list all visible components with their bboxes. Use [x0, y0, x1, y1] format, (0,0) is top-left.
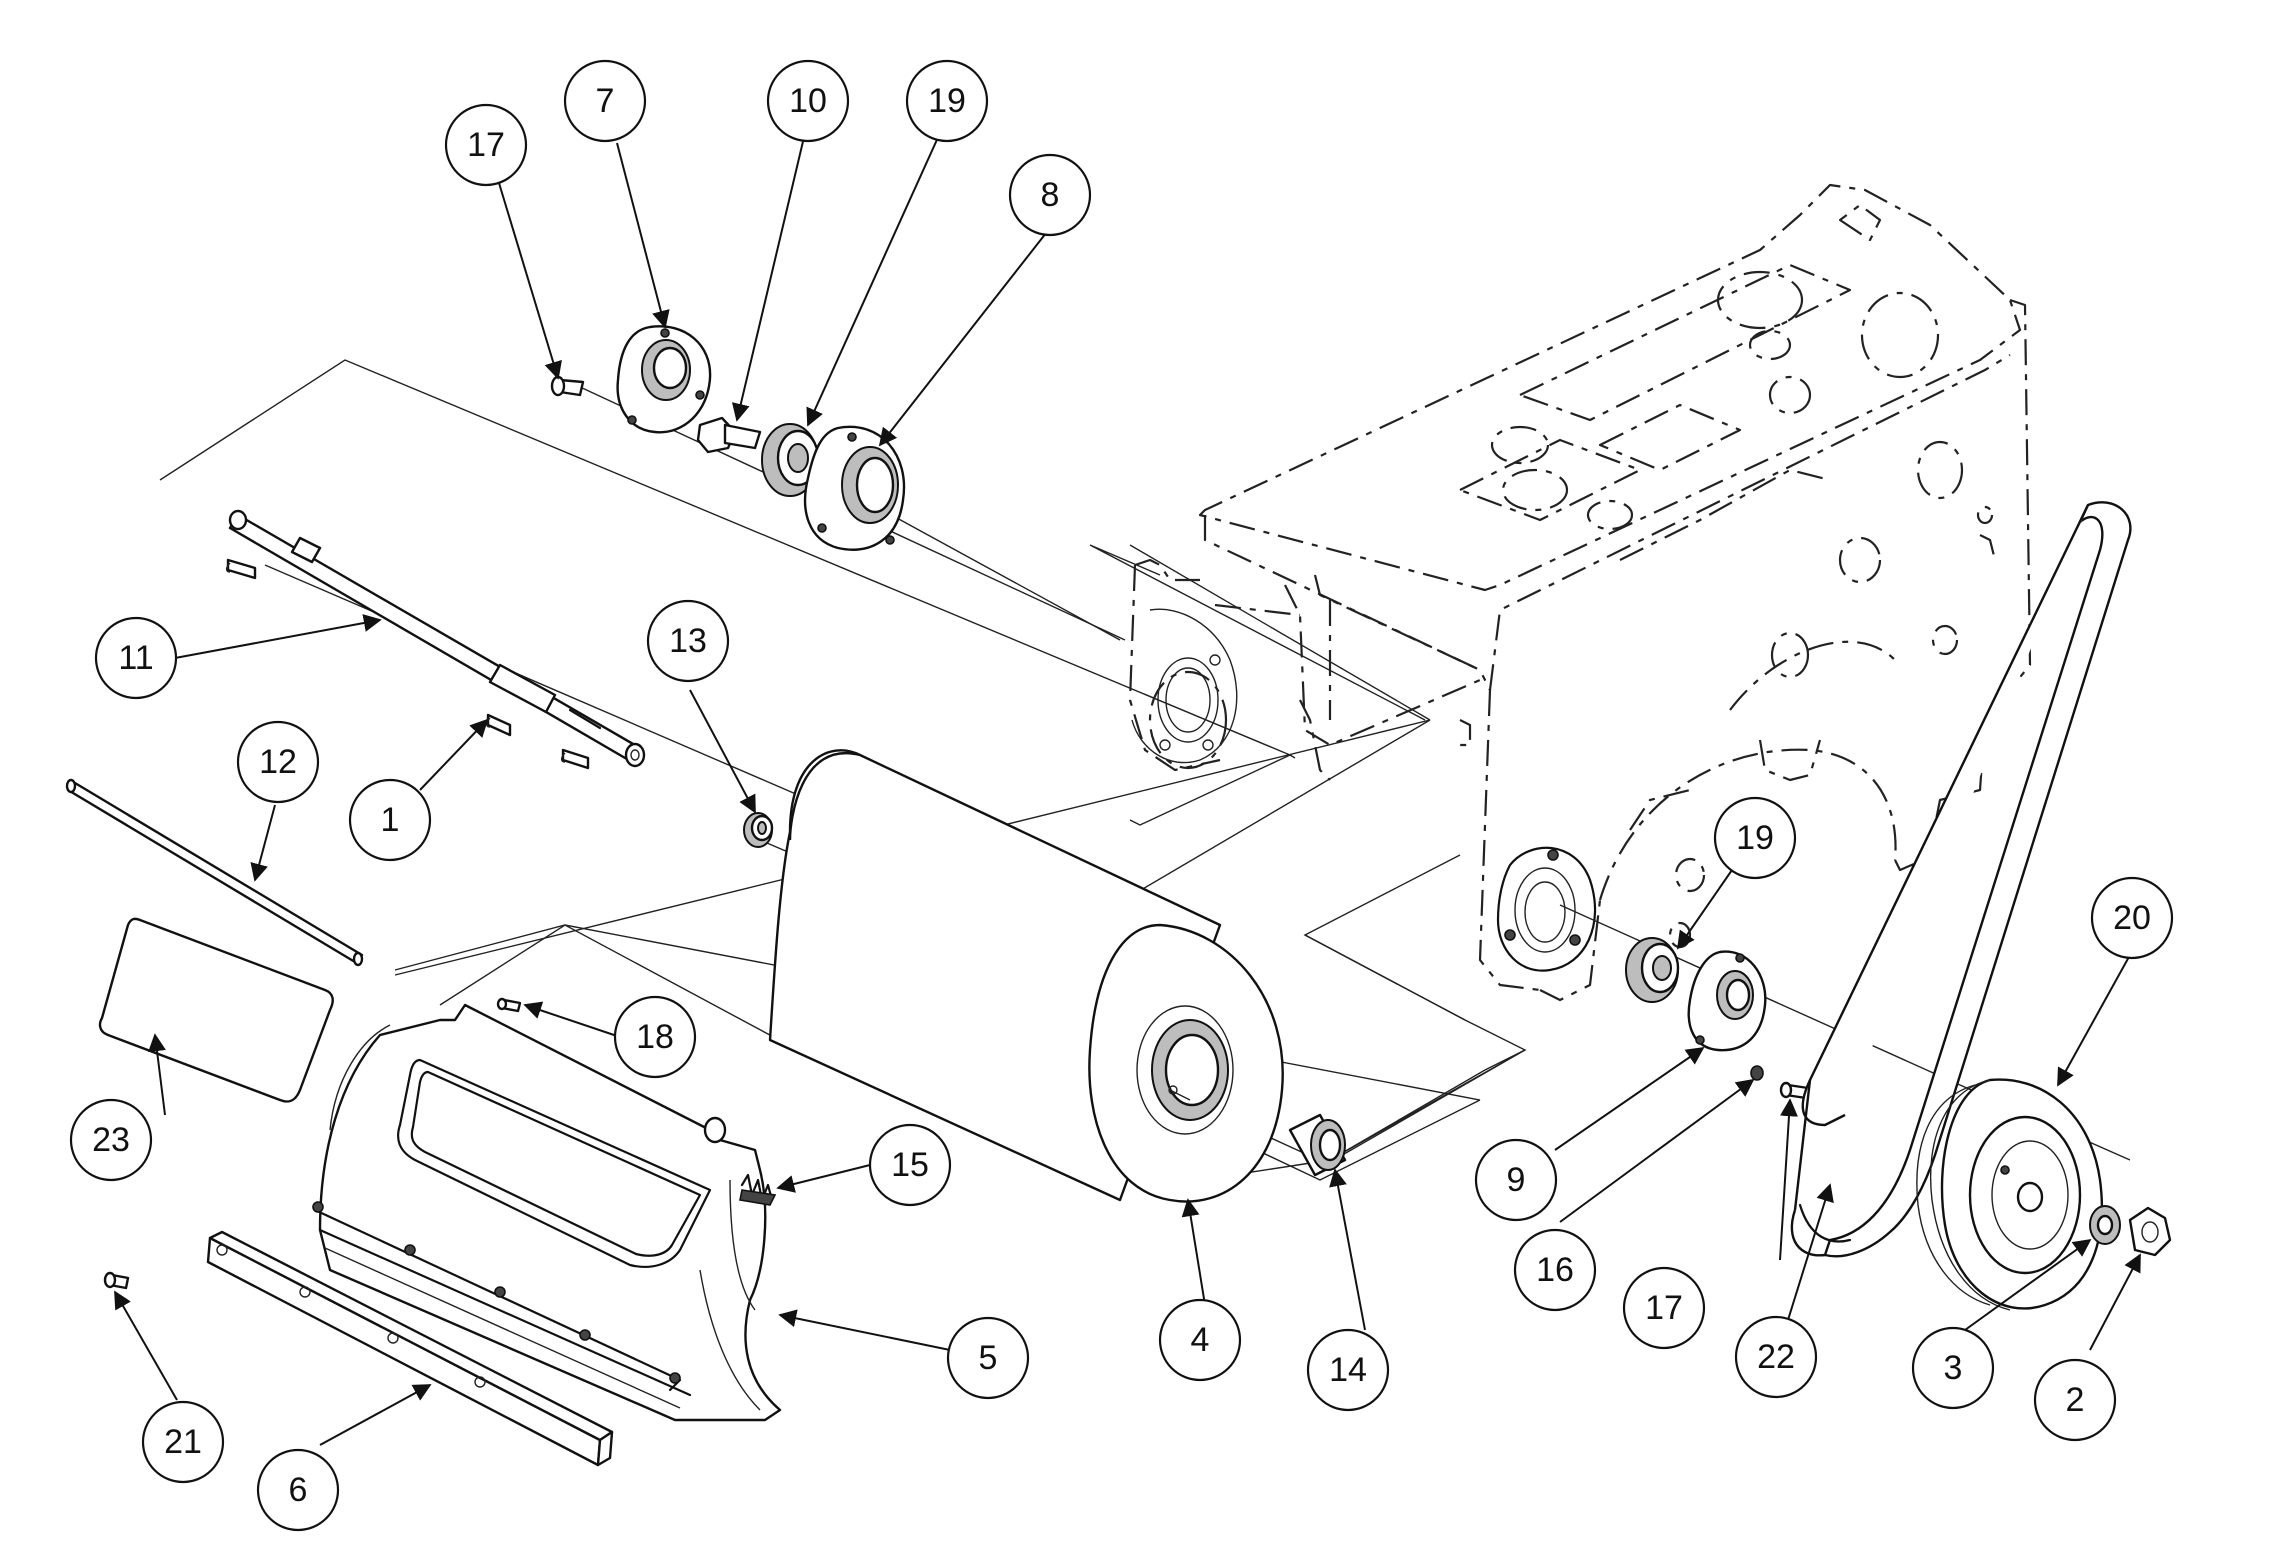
- part-3-washer: [2089, 1205, 2121, 1245]
- part-14-bushing: [1288, 1113, 1347, 1177]
- callout-14: 14: [1306, 1328, 1390, 1412]
- part-8-bearing-flange: [803, 425, 906, 551]
- callout-18: 18: [613, 995, 697, 1079]
- callout-7: 7: [563, 59, 647, 143]
- part-11-shaft: [228, 509, 646, 768]
- callout-label: 15: [891, 1146, 929, 1184]
- callout-6: 6: [256, 1448, 340, 1532]
- callout-2: 2: [2033, 1358, 2117, 1442]
- callout-label: 10: [789, 82, 827, 120]
- callout-label: 17: [1645, 1289, 1683, 1327]
- callout-label: 18: [636, 1018, 674, 1056]
- callout-8: 8: [1008, 153, 1092, 237]
- callout-23: 23: [69, 1098, 153, 1182]
- part-19-bearing-right: [1625, 937, 1680, 1003]
- callout-12: 12: [236, 720, 320, 804]
- part-7-flange-plate: [616, 325, 712, 434]
- callout-10: 10: [766, 59, 850, 143]
- callout-label: 21: [164, 1423, 202, 1461]
- callout-5: 5: [946, 1316, 1030, 1400]
- callout-label: 9: [1507, 1161, 1526, 1199]
- callout-label: 3: [1944, 1349, 1963, 1387]
- callout-label: 1: [381, 801, 400, 839]
- callout-13: 13: [646, 599, 730, 683]
- part-4-roller-drum: [768, 749, 1284, 1203]
- callout-label: 12: [259, 743, 297, 781]
- callout-label: 14: [1329, 1351, 1367, 1389]
- part-20-pulley: [1916, 1078, 2104, 1311]
- callout-label: 20: [2113, 899, 2151, 937]
- callout-21: 21: [141, 1400, 225, 1484]
- callout-label: 19: [1736, 819, 1774, 857]
- callout-label: 8: [1041, 176, 1060, 214]
- part-16-washer: [1750, 1065, 1764, 1081]
- part-1-keys: [225, 558, 590, 770]
- callout-19-top: 19: [905, 59, 989, 143]
- callout-22: 22: [1734, 1315, 1818, 1399]
- callout-11: 11: [94, 616, 178, 700]
- callout-label: 19: [928, 82, 966, 120]
- part-6-bar: [206, 1230, 614, 1467]
- callout-label: 17: [467, 126, 505, 164]
- callout-17-right: 17: [1622, 1266, 1706, 1350]
- part-13-bushing: [743, 812, 774, 848]
- callout-3: 3: [1911, 1326, 1995, 1410]
- callout-label: 4: [1191, 1321, 1210, 1359]
- callout-label: 11: [118, 639, 153, 677]
- part-18-pin: [496, 997, 522, 1013]
- callout-15: 15: [868, 1123, 952, 1207]
- callout-label: 23: [92, 1121, 130, 1159]
- part-22-v-belt: [1790, 501, 2132, 1258]
- housing-bearing-flange-left: [1131, 608, 1238, 764]
- leader-lines: [114, 132, 2141, 1446]
- housing-bearing-flange-right: [1496, 846, 1597, 972]
- machine-housing-phantom: [1128, 183, 2032, 1002]
- part-5-cover: [312, 1003, 782, 1422]
- callout-9: 9: [1474, 1138, 1558, 1222]
- callout-19-right: 19: [1713, 796, 1797, 880]
- callout-20: 20: [2090, 876, 2174, 960]
- part-15-spring: [739, 1173, 777, 1206]
- callout-label: 16: [1536, 1251, 1574, 1289]
- callout-4: 4: [1158, 1298, 1242, 1382]
- callout-label: 7: [596, 82, 615, 120]
- part-23-label-plate: [98, 917, 334, 1103]
- callout-label: 13: [669, 622, 707, 660]
- part-9-flange-plate: [1687, 950, 1767, 1052]
- part-19-bearing-top: [761, 423, 820, 497]
- part-12-rod: [65, 778, 364, 967]
- part-10-bolt: [696, 416, 762, 454]
- part-21-screw: [103, 1271, 130, 1290]
- callout-16: 16: [1513, 1228, 1597, 1312]
- callout-17-top: 17: [444, 103, 528, 187]
- callout-label: 6: [289, 1471, 308, 1509]
- callout-1: 1: [348, 778, 432, 862]
- callout-label: 2: [2066, 1381, 2085, 1419]
- callout-label: 22: [1757, 1338, 1795, 1376]
- callout-label: 5: [979, 1339, 998, 1377]
- part-2-nut: [2128, 1206, 2172, 1257]
- part-17-bolt-top: [550, 375, 585, 397]
